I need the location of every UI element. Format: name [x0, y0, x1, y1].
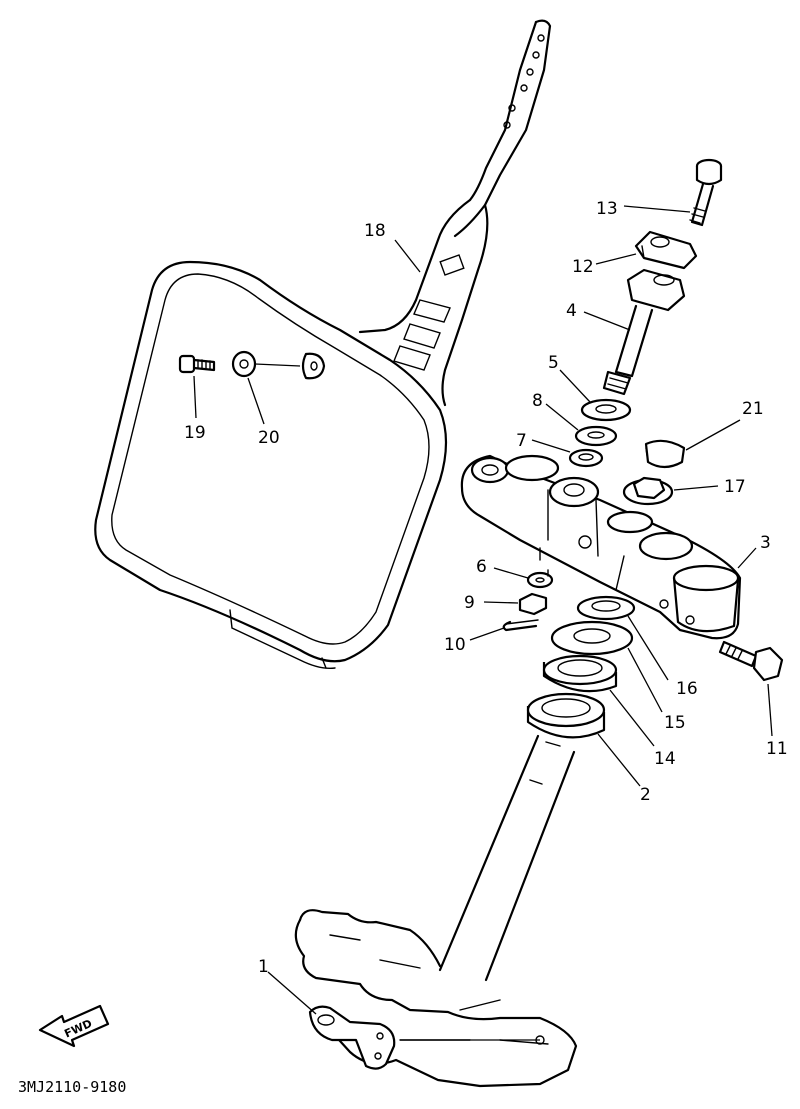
part-number-12: 12 [572, 257, 594, 277]
part-number-13: 13 [596, 199, 618, 219]
forward-arrow-icon: FWD [38, 1004, 110, 1048]
part-number-19: 19 [184, 423, 206, 443]
part-number-6: 6 [476, 557, 487, 577]
steering-stem [294, 734, 578, 1088]
part-number-4: 4 [566, 301, 577, 321]
part-number-8: 8 [532, 391, 543, 411]
plate-bolt [178, 354, 216, 419]
part-number-17: 17 [724, 477, 746, 497]
part-number-9: 9 [464, 593, 475, 613]
diagram-code: 3MJ2110-9180 [18, 1078, 126, 1096]
part-number-21: 21 [742, 399, 764, 419]
handlebar-holder-bolt [623, 158, 723, 227]
handlebar-holder-lower [583, 268, 686, 396]
bearing-cover-15 [550, 620, 663, 713]
collar-8 [545, 403, 618, 447]
part-number-20: 20 [258, 428, 280, 448]
plate-grommet [301, 352, 326, 380]
part-number-1: 1 [258, 957, 269, 977]
washer-6 [493, 567, 554, 589]
part-number-10: 10 [444, 635, 466, 655]
part-number-16: 16 [676, 679, 698, 699]
bearing-2 [526, 692, 641, 787]
part-number-3: 3 [760, 533, 771, 553]
part-number-11: 11 [766, 739, 788, 759]
part-number-2: 2 [640, 785, 651, 805]
nut-9 [483, 592, 548, 616]
cable-bracket-1 [267, 971, 396, 1070]
part-number-7: 7 [516, 431, 527, 451]
upper-bracket [460, 454, 757, 640]
cap-21 [644, 419, 741, 469]
handlebar-holder-upper [595, 230, 698, 270]
steering-stem-nut [622, 476, 719, 506]
cotter-pin-10 [469, 619, 539, 641]
number-plate [94, 19, 552, 670]
bearing-race-14 [542, 654, 655, 747]
ring-nut-16 [576, 595, 669, 681]
part-number-18: 18 [364, 221, 386, 241]
part-number-5: 5 [548, 353, 559, 373]
plate-washer [231, 350, 301, 425]
washer-5 [559, 369, 632, 422]
part-number-14: 14 [654, 749, 676, 769]
pinch-bolt-11 [718, 640, 784, 737]
part-number-15: 15 [664, 713, 686, 733]
damper-7 [531, 439, 604, 468]
